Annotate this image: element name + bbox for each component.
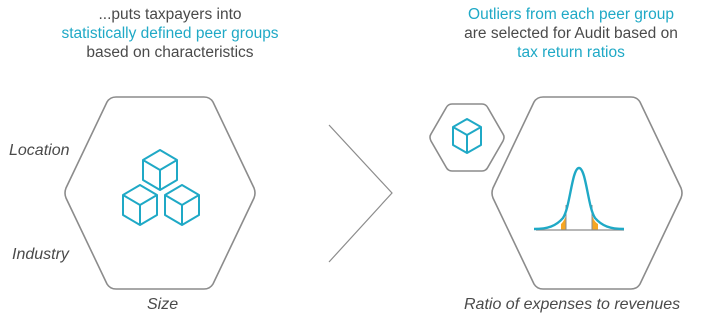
label-ratio: Ratio of expenses to revenues bbox=[464, 296, 681, 313]
label-location: Location bbox=[9, 142, 70, 159]
right-caption-line-1: Outliers from each peer group bbox=[468, 6, 674, 23]
outlier-hexagon bbox=[429, 103, 505, 172]
cube-cluster-icon bbox=[122, 149, 200, 226]
distribution-hexagon bbox=[491, 96, 683, 290]
right-caption-line-2: are selected for Audit based on bbox=[464, 25, 678, 42]
right-caption-line-3: tax return ratios bbox=[517, 44, 625, 61]
label-industry: Industry bbox=[12, 246, 69, 263]
left-caption-line-2: statistically defined peer groups bbox=[61, 25, 279, 42]
left-caption-line-1: ...puts taxpayers into bbox=[98, 6, 242, 23]
bell-curve-icon bbox=[533, 166, 625, 231]
left-caption-line-3: based on characteristics bbox=[86, 44, 254, 61]
left-tail-area bbox=[561, 215, 566, 230]
label-size: Size bbox=[147, 296, 179, 313]
single-cube-icon bbox=[452, 118, 482, 154]
left-caption: ...puts taxpayers into statistically def… bbox=[20, 5, 320, 62]
chevron-right-icon bbox=[328, 124, 393, 263]
bell-curve-line bbox=[533, 166, 625, 231]
right-caption: Outliers from each peer group are select… bbox=[430, 5, 712, 62]
peer-group-hexagon bbox=[64, 96, 256, 290]
right-tail-area bbox=[592, 215, 598, 230]
